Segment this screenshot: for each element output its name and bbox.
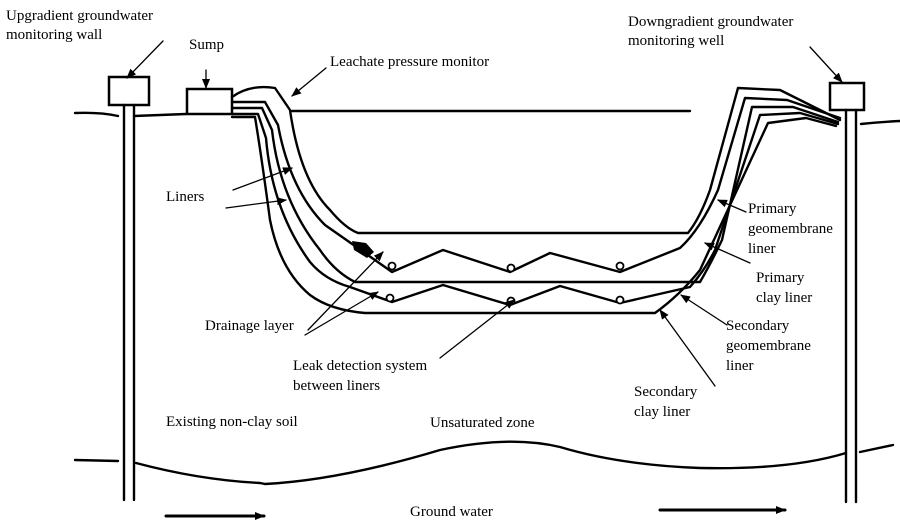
ground-water-label: Ground water <box>410 504 493 520</box>
liners-label: Liners <box>166 189 204 205</box>
primary-geomembrane-label-2: geomembrane <box>748 221 833 237</box>
liner-layers <box>230 85 842 315</box>
water-table-line <box>73 440 895 486</box>
upgradient-monitoring-well <box>107 75 151 502</box>
downgradient-well-label-2: monitoring well <box>628 33 724 49</box>
secondary-geomembrane-label-2: geomembrane <box>726 338 811 354</box>
downgradient-well-label: Downgradient groundwater <box>628 14 793 30</box>
secondary-clay-label: Secondary <box>634 384 698 400</box>
leachate-monitor-label: Leachate pressure monitor <box>330 54 489 70</box>
secondary-clay-label-2: clay liner <box>634 404 690 420</box>
downgradient-monitoring-well <box>828 81 866 504</box>
primary-geomembrane-label: Primary <box>748 201 797 217</box>
primary-geomembrane-label-3: liner <box>748 241 776 257</box>
leader-lines <box>126 40 843 387</box>
sump-label: Sump <box>189 37 224 53</box>
unsaturated-zone-label: Unsaturated zone <box>430 415 535 431</box>
primary-clay-label-2: clay liner <box>756 290 812 306</box>
primary-clay-label: Primary <box>756 270 805 286</box>
leak-detection-label-2: between liners <box>293 378 380 394</box>
sump-box <box>185 87 234 116</box>
upgradient-well-label-2: monitoring wall <box>6 27 102 43</box>
leak-detection-label: Leak detection system <box>293 358 427 374</box>
existing-soil-label: Existing non-clay soil <box>166 414 298 430</box>
secondary-geomembrane-label-3: liner <box>726 358 754 374</box>
labels: Upgradient groundwater monitoring wall S… <box>6 8 833 520</box>
upgradient-well-label: Upgradient groundwater <box>6 8 153 24</box>
drainage-layer-label: Drainage layer <box>205 318 294 334</box>
drainage-pipes <box>385 261 625 306</box>
secondary-geomembrane-label: Secondary <box>726 318 790 334</box>
groundwater-flow-arrows <box>164 506 787 520</box>
ground-surface <box>73 109 900 126</box>
